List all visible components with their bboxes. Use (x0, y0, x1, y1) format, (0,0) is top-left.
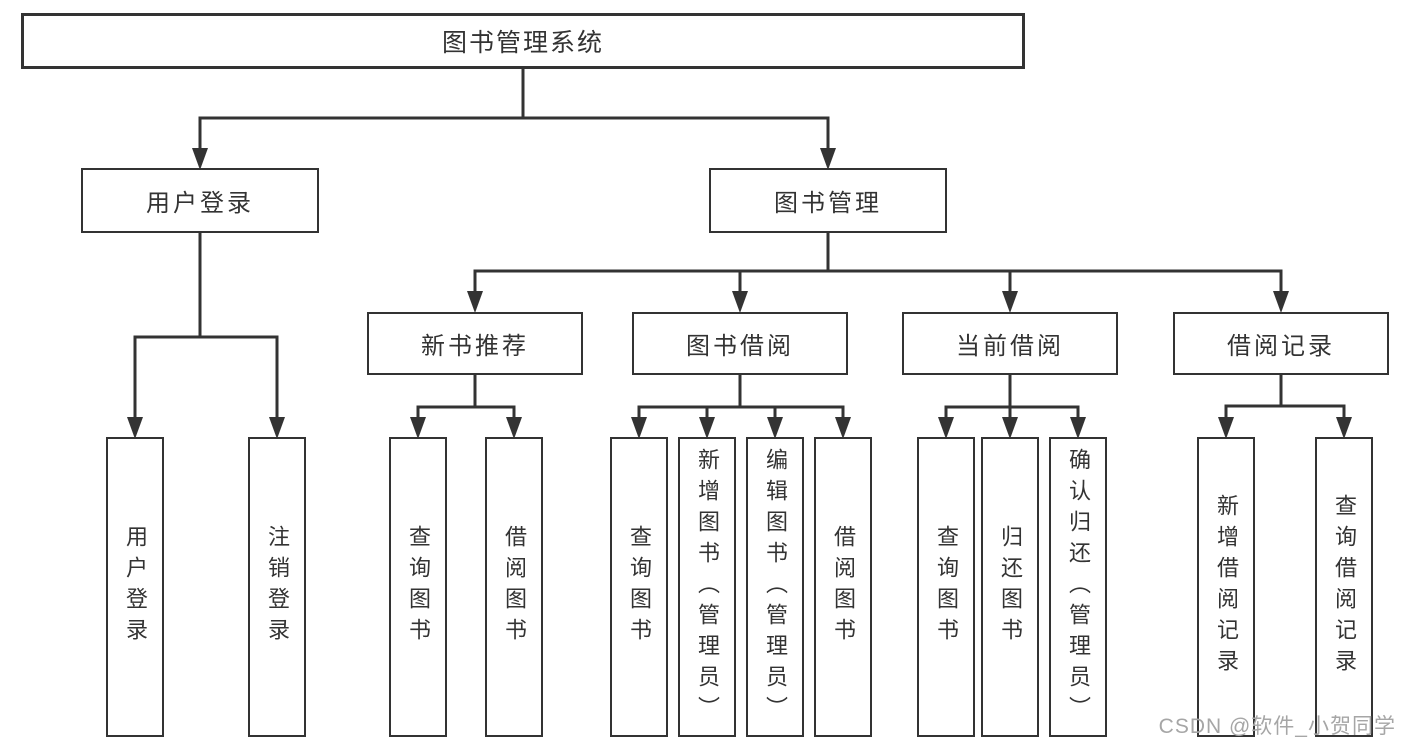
leaf-query-borrow-record: 查询借阅记录 (1315, 437, 1373, 737)
leaf-query-books-current: 查询图书 (917, 437, 975, 737)
leaf-logout: 注销登录 (248, 437, 306, 737)
node-new-book-recommend: 新书推荐 (367, 312, 583, 375)
leaf-return-book: 归还图书 (981, 437, 1039, 737)
leaf-edit-book-admin: 编辑图书（管理员） (746, 437, 804, 737)
leaf-confirm-return-admin: 确认归还（管理员） (1049, 437, 1107, 737)
node-book-borrowing: 图书借阅 (632, 312, 848, 375)
leaf-query-books-borrowing: 查询图书 (610, 437, 668, 737)
leaf-user-login: 用户登录 (106, 437, 164, 737)
node-book-management: 图书管理 (709, 168, 947, 233)
leaf-add-borrow-record: 新增借阅记录 (1197, 437, 1255, 737)
leaf-query-books-recommend: 查询图书 (389, 437, 447, 737)
leaf-borrow-books-recommend: 借阅图书 (485, 437, 543, 737)
csdn-watermark: CSDN @软件_小贺同学 (1158, 715, 1396, 738)
leaf-add-book-admin: 新增图书（管理员） (678, 437, 736, 737)
node-book-management-system: 图书管理系统 (21, 13, 1025, 69)
node-borrowing-records: 借阅记录 (1173, 312, 1389, 375)
node-current-borrowing: 当前借阅 (902, 312, 1118, 375)
node-user-login: 用户登录 (81, 168, 319, 233)
leaf-borrow-books: 借阅图书 (814, 437, 872, 737)
